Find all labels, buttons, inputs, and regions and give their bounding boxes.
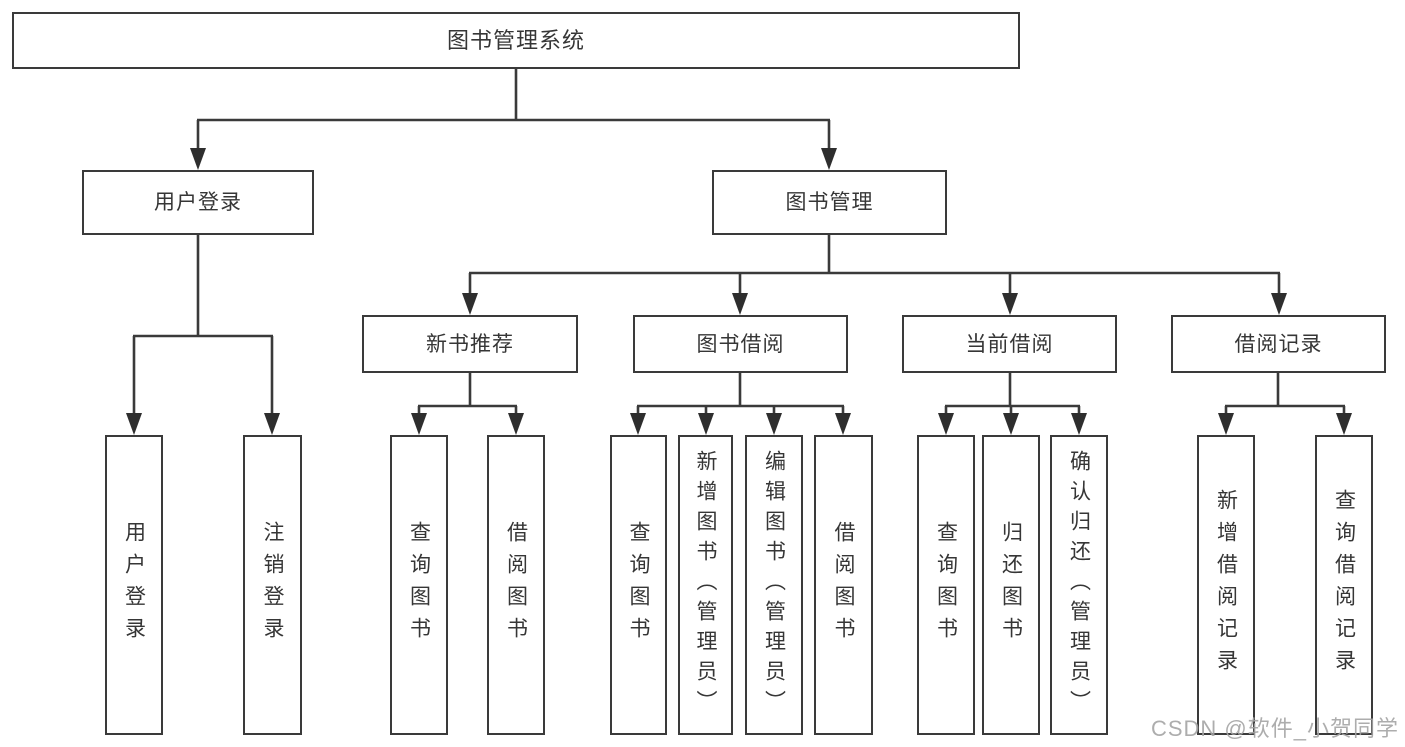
leaf-logout-label: 注销登录 (261, 521, 284, 649)
leaf-cb-return-book: 归还图书 (982, 435, 1040, 735)
leaf-logout: 注销登录 (243, 435, 302, 735)
leaf-cb-confirm-return-admin-label: 确认归还（管理员） (1067, 450, 1091, 720)
leaf-nb-query-book: 查询图书 (390, 435, 448, 735)
leaf-bb-borrow-book: 借阅图书 (814, 435, 873, 735)
node-book-borrow: 图书借阅 (633, 315, 848, 373)
leaf-br-add-record-label: 新增借阅记录 (1214, 489, 1238, 681)
leaf-cb-confirm-return-admin: 确认归还（管理员） (1050, 435, 1108, 735)
leaf-nb-borrow-book: 借阅图书 (487, 435, 545, 735)
leaf-user-login: 用户登录 (105, 435, 163, 735)
leaf-nb-borrow-book-label: 借阅图书 (504, 521, 528, 649)
node-root-label: 图书管理系统 (446, 27, 585, 53)
leaf-br-query-record: 查询借阅记录 (1315, 435, 1373, 735)
node-book-borrow-label: 图书借阅 (696, 332, 785, 356)
node-user-login: 用户登录 (82, 170, 314, 235)
node-borrow-record-label: 借阅记录 (1234, 332, 1323, 356)
node-book-management: 图书管理 (712, 170, 947, 235)
leaf-user-login-label: 用户登录 (122, 521, 146, 649)
leaf-bb-query-book: 查询图书 (610, 435, 667, 735)
leaf-bb-borrow-book-label: 借阅图书 (832, 521, 855, 649)
leaf-bb-edit-book-admin-label: 编辑图书（管理员） (762, 450, 786, 720)
node-current-borrow: 当前借阅 (902, 315, 1117, 373)
leaf-bb-edit-book-admin: 编辑图书（管理员） (745, 435, 803, 735)
leaf-cb-query-book: 查询图书 (917, 435, 975, 735)
leaf-bb-query-book-label: 查询图书 (627, 521, 650, 649)
leaf-bb-add-book-admin-label: 新增图书（管理员） (694, 450, 717, 720)
node-borrow-record: 借阅记录 (1171, 315, 1386, 373)
leaf-bb-add-book-admin: 新增图书（管理员） (678, 435, 733, 735)
node-new-book-recommend-label: 新书推荐 (426, 332, 514, 356)
node-current-borrow-label: 当前借阅 (965, 332, 1054, 356)
node-user-login-label: 用户登录 (154, 191, 242, 214)
leaf-nb-query-book-label: 查询图书 (407, 521, 431, 649)
node-root: 图书管理系统 (12, 12, 1020, 69)
csdn-watermark: CSDN @软件_小贺同学 (1150, 716, 1399, 741)
node-book-management-label: 图书管理 (785, 191, 874, 214)
leaf-br-query-record-label: 查询借阅记录 (1332, 489, 1356, 681)
leaf-br-add-record: 新增借阅记录 (1197, 435, 1255, 735)
leaf-cb-return-book-label: 归还图书 (999, 521, 1023, 649)
leaf-cb-query-book-label: 查询图书 (934, 521, 958, 649)
node-new-book-recommend: 新书推荐 (362, 315, 578, 373)
